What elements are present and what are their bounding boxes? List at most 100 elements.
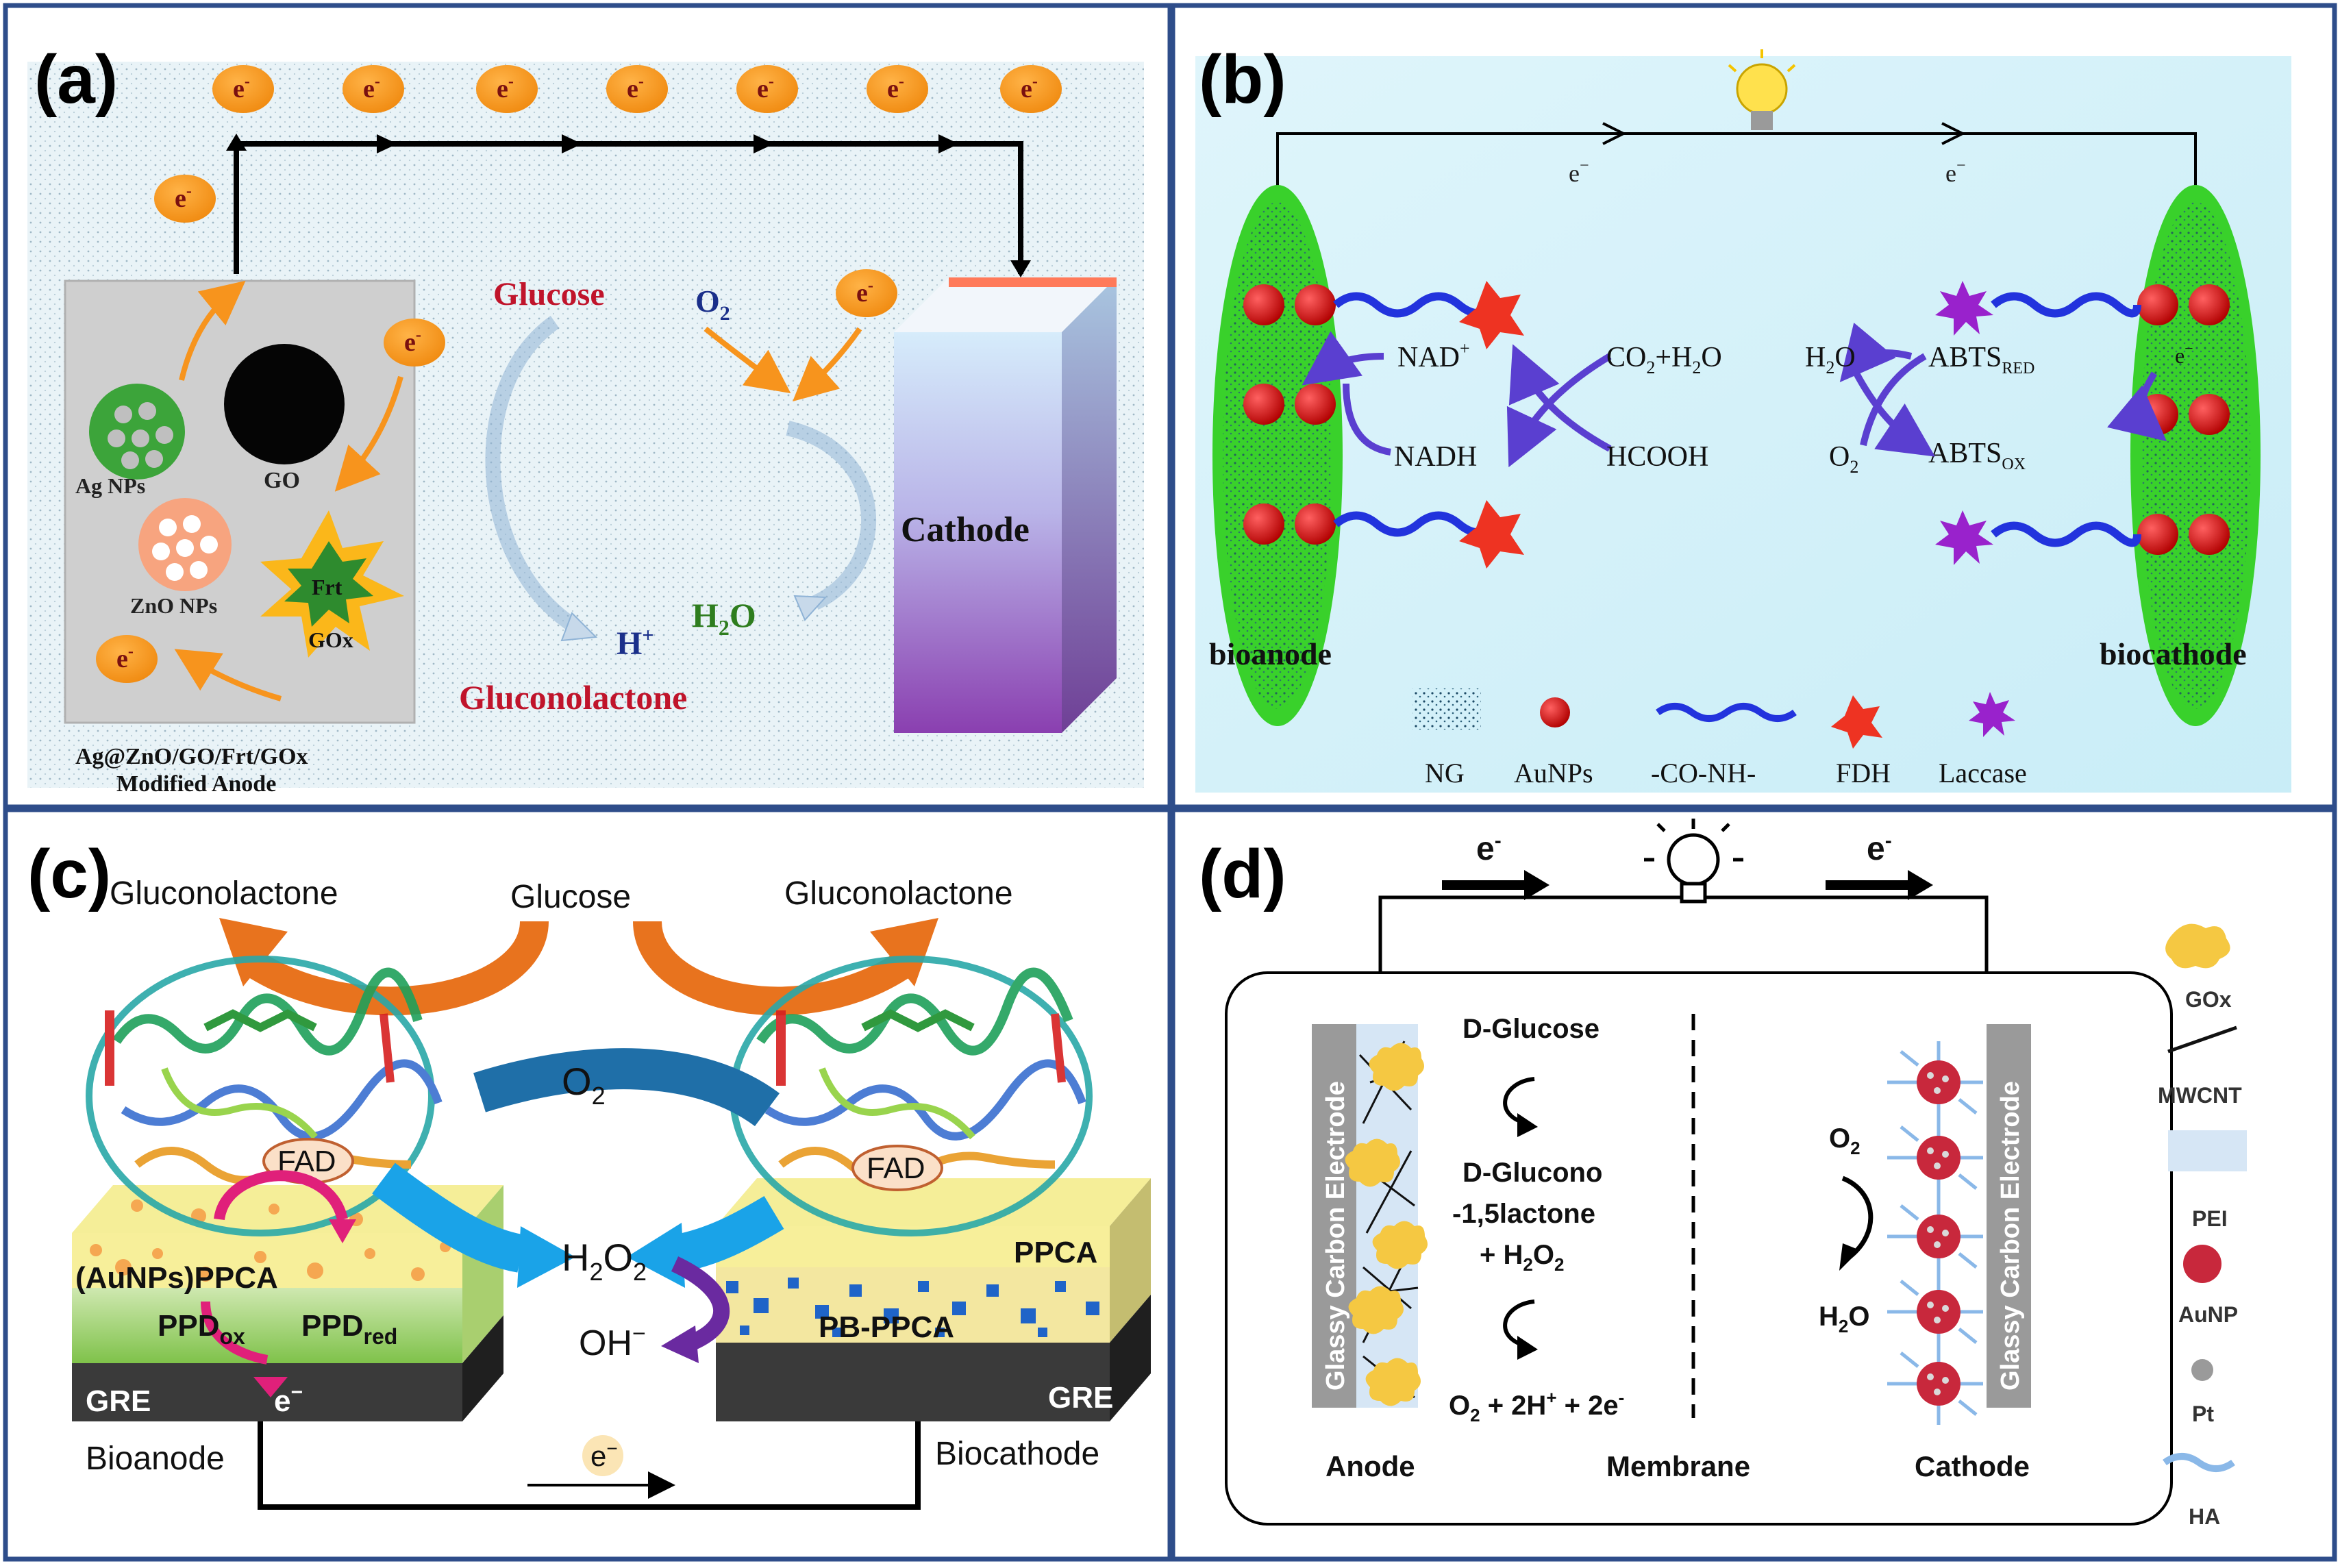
legend-ng: NG xyxy=(1425,758,1465,788)
electron-11: e- xyxy=(836,269,897,317)
o2-arrow-head xyxy=(793,595,827,621)
gluconolactone-label: Gluconolactone xyxy=(459,678,687,717)
wire-arrow-1 xyxy=(377,134,397,153)
electron-5: e- xyxy=(736,65,798,113)
electron-right-d: e- xyxy=(1867,830,1892,867)
electron-arrow-left-d xyxy=(1442,870,1549,900)
ppca-label: PPCA xyxy=(1014,1236,1097,1269)
glucose-flow-left xyxy=(238,920,549,1016)
electron-8: e- xyxy=(154,175,216,223)
cathode-label-d: Cathode xyxy=(1915,1450,2030,1482)
legend-linker-swatch xyxy=(1656,703,1797,722)
anode-products-label: O2 + 2H+ + 2e- xyxy=(1449,1387,1624,1426)
o2-reduction-head-d xyxy=(1839,1243,1860,1271)
fdh-enzyme-top xyxy=(1459,281,1524,349)
arrow-o2-in xyxy=(704,326,791,394)
glucose-flow-right xyxy=(633,920,920,1016)
biocathode-ng xyxy=(2141,202,2250,709)
linker-top-right xyxy=(1991,292,2141,318)
lamp-icon xyxy=(1644,819,1743,904)
zno-nps-particle xyxy=(138,498,232,591)
legend-pei-swatch xyxy=(2168,1130,2247,1171)
panel-d-label: (d) xyxy=(1199,836,1286,912)
legend-fdh: FDH xyxy=(1836,758,1891,788)
wire-arrow-3 xyxy=(754,134,774,153)
abts-red-label: ABTSRED xyxy=(1928,342,2034,377)
gre-left-label: GRE xyxy=(86,1384,151,1418)
o2-label-b: O2 xyxy=(1829,441,1858,477)
wire-arrow-4 xyxy=(938,134,959,153)
svg-text:e-: e- xyxy=(757,73,774,103)
o2-reduction-arrow-d xyxy=(1841,1175,1874,1259)
h2o2-from-anode xyxy=(372,1162,525,1273)
wire-arrow-right xyxy=(1941,122,1966,145)
legend-linker: -CO-NH- xyxy=(1651,758,1756,788)
panel-b-legend: NG AuNPs -CO-NH- FDH Laccase xyxy=(1412,688,2027,788)
ppd-cycle-arrow-top xyxy=(214,1170,348,1221)
legend-mwcnt: MWCNT xyxy=(2158,1083,2242,1108)
anode-electrons: e- e- e- xyxy=(96,269,897,683)
electron-label-left: e− xyxy=(1569,157,1589,187)
svg-text:e-: e- xyxy=(404,326,421,357)
laccase-enzyme-bottom xyxy=(1935,510,1993,565)
o2-label-c: O2 xyxy=(562,1060,606,1110)
bioanode-aunps xyxy=(1243,284,1336,545)
cathode-electron-label: e− xyxy=(2175,340,2193,368)
fad-right xyxy=(851,1145,943,1191)
aunps-ppca-label: (AuNPs)PPCA xyxy=(75,1261,278,1295)
anode-label-d: Anode xyxy=(1325,1450,1415,1482)
h2o2-label-c: H2O2 xyxy=(562,1236,647,1286)
h-plus-label: H+ xyxy=(617,624,654,662)
electron-label-right: e− xyxy=(1945,157,1966,187)
h2o-label: H2O xyxy=(692,596,756,640)
electron-left-d: e- xyxy=(1476,830,1502,867)
legend-ha-swatch xyxy=(2163,1453,2235,1472)
d-glucono-line1: D-Glucono xyxy=(1462,1158,1602,1188)
legend-gox-swatch xyxy=(2165,923,2230,969)
electron-6: e- xyxy=(867,65,928,113)
panel-d-legend: GOx MWCNT PEI AuNP Pt HA xyxy=(2158,923,2247,1529)
legend-mwcnt-swatch xyxy=(2167,1025,2237,1054)
bio-circuit-wire xyxy=(1276,132,2197,188)
ppd-to-electron-arrow xyxy=(201,1301,269,1365)
legend-aunps: AuNPs xyxy=(1514,758,1593,788)
anode-caption-line2: Modified Anode xyxy=(116,771,276,797)
ppd-red-label: PPDred xyxy=(301,1309,397,1349)
legend-aunps-swatch xyxy=(1540,697,1570,727)
panel-a-label: (a) xyxy=(34,41,118,118)
legend-aunp-swatch xyxy=(2183,1245,2221,1283)
panel-a: (a) e- e- e- e- e- e- e- e- Ag NPs GO Zn… xyxy=(27,41,1144,797)
arrow-nad-e xyxy=(1302,331,1384,386)
panel-c-label: (c) xyxy=(27,836,111,912)
cathode-label: Cathode xyxy=(901,510,1030,549)
abts-ox-label: ABTSOX xyxy=(1928,438,2026,473)
arrow-co2 xyxy=(1506,353,1612,468)
arrow-e-in xyxy=(793,327,862,401)
glucose-arrow-head xyxy=(560,612,598,642)
external-circuit-wire xyxy=(234,141,1023,274)
gre-right-label: GRE xyxy=(1048,1381,1113,1415)
h2o2-to-cathode-head xyxy=(627,1223,685,1288)
wire-electrons: e- e- e- e- e- e- e- e- xyxy=(154,65,1062,223)
oh-arrow xyxy=(671,1256,730,1351)
electron-arrow-right-d xyxy=(1826,870,1933,900)
glucose-conversion-arrow xyxy=(485,315,580,634)
o2-flow-arrow xyxy=(473,1048,780,1127)
wire-arrow-down xyxy=(1010,260,1031,277)
svg-text:e-: e- xyxy=(363,73,380,103)
d-glucono-line2: -1,5lactone xyxy=(1452,1199,1595,1229)
co2-h2o-label: CO2+H2O xyxy=(1606,342,1722,377)
linker-bottom-left xyxy=(1333,511,1500,537)
wire-arrow-left xyxy=(1602,122,1627,145)
hcooh-label: HCOOH xyxy=(1606,441,1708,473)
gluconolactone-right: Gluconolactone xyxy=(784,875,1013,912)
external-circuit-c xyxy=(258,1421,921,1510)
arrow-ag-to-wire xyxy=(179,280,246,381)
bioanode-label-c: Bioanode xyxy=(86,1441,225,1477)
legend-aunp: AuNP xyxy=(2178,1302,2238,1327)
panel-b-label: (b) xyxy=(1199,41,1286,118)
plus-h2o2-label: + H2O2 xyxy=(1480,1240,1564,1275)
h2o2-oxidation-head xyxy=(1517,1336,1538,1360)
legend-laccase: Laccase xyxy=(1939,758,2027,788)
